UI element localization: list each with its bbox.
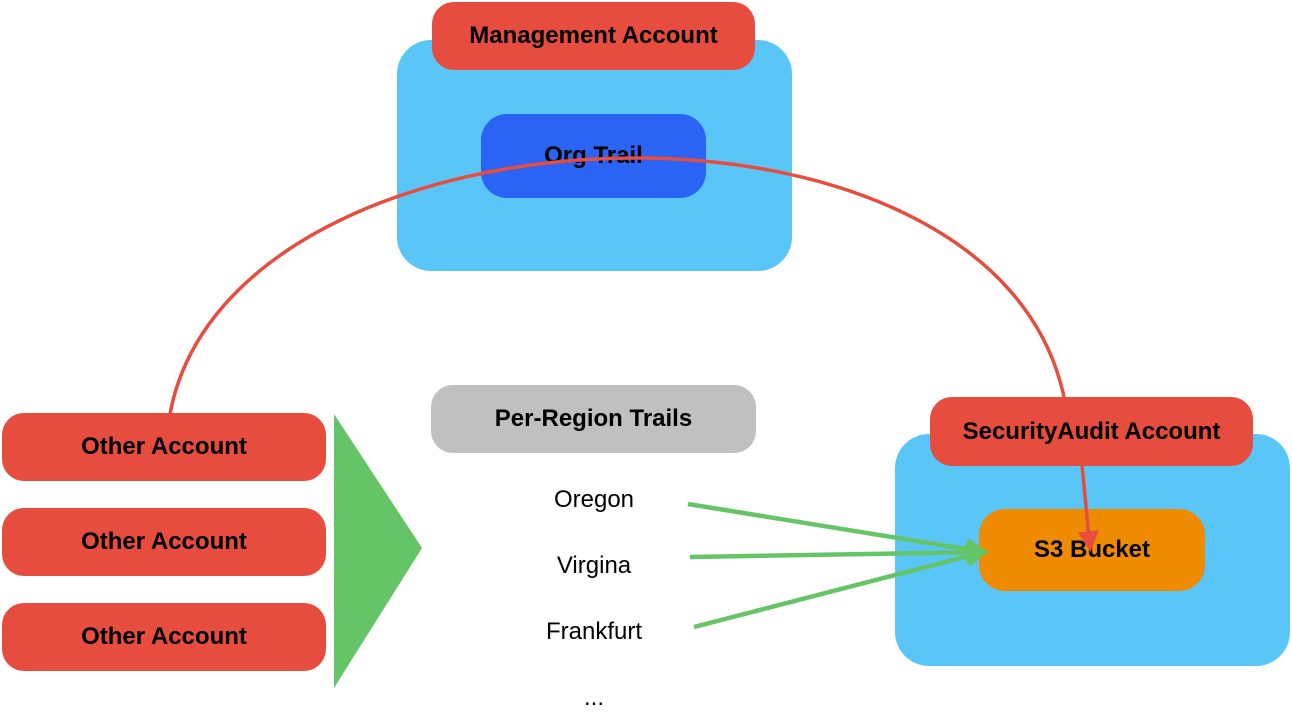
other-account-1: Other Account <box>2 413 326 481</box>
management-account-label: Management Account <box>432 2 755 70</box>
accounts-funnel-triangle <box>334 414 422 688</box>
per-region-trails-label: Per-Region Trails <box>431 385 756 453</box>
region-virgina: Virgina <box>556 552 632 579</box>
region-frankfurt: Frankfurt <box>545 618 643 645</box>
s3-bucket-node: S3 Bucket <box>979 509 1205 591</box>
region-more: ... <box>583 684 604 711</box>
security-audit-account-label: SecurityAudit Account <box>930 397 1253 466</box>
org-trail-node: Org Trail <box>481 114 706 198</box>
other-account-3: Other Account <box>2 603 326 671</box>
region-oregon: Oregon <box>553 486 635 513</box>
other-account-2: Other Account <box>2 508 326 576</box>
